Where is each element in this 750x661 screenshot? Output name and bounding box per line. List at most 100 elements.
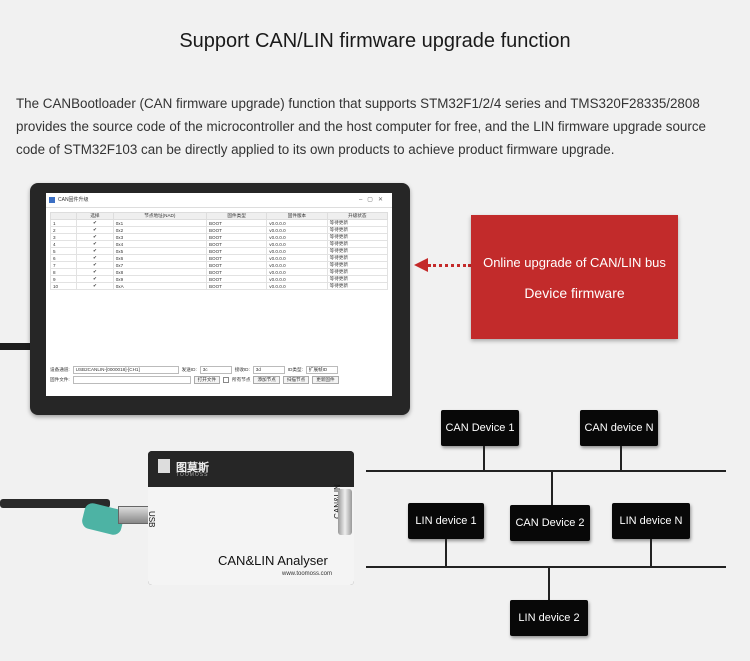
lin-bus-line (366, 566, 726, 568)
upgrade-status-cell: 等待更新 (326, 254, 389, 262)
select-checkbox[interactable]: ✔ (76, 275, 114, 283)
row-number: 1 (49, 219, 78, 227)
brand-sub: TOOMOSS (176, 472, 209, 478)
row-number: 6 (49, 254, 78, 262)
lin-device-n-box: LIN device N (612, 503, 690, 539)
device-top-panel: 图莫斯 TOOMOSS (148, 451, 354, 487)
node-address-cell: 0x1 (112, 219, 207, 227)
arrow-left-icon (414, 258, 428, 272)
all-nodes-checkbox[interactable] (223, 377, 230, 383)
can-device-n-box: CAN device N (580, 410, 658, 446)
firmware-version-cell: v0.0.0.0 (266, 247, 328, 255)
id-type-select[interactable]: 扩展帧ID (305, 366, 338, 374)
can-device-2-box: CAN Device 2 (510, 505, 590, 541)
upgrade-status-cell: 等待更新 (326, 247, 389, 255)
can-device-1-box: CAN Device 1 (441, 410, 519, 446)
firmware-type-cell: BOOT (205, 233, 268, 241)
row-number: 8 (49, 268, 78, 276)
can-drop-line-2 (551, 470, 553, 506)
lin-drop-line-2 (548, 566, 550, 601)
firmware-version-cell: v0.0.0.0 (266, 240, 328, 248)
arrow-dotted-line (428, 264, 471, 267)
select-checkbox[interactable]: ✔ (76, 247, 114, 255)
device-channel-select[interactable]: USB2CANLIN-[0000018]-[CH1] (72, 366, 179, 374)
select-checkbox[interactable]: ✔ (76, 219, 114, 227)
select-checkbox[interactable]: ✔ (76, 233, 114, 241)
firmware-version-cell: v0.0.0.0 (266, 226, 328, 234)
firmware-type-cell: BOOT (205, 275, 268, 283)
callout-line-2: Device firmware (524, 285, 625, 301)
scan-nodes-button[interactable]: 扫描节点 (282, 376, 310, 384)
node-address-cell: 0x2 (112, 226, 207, 234)
select-checkbox[interactable]: ✔ (76, 261, 114, 269)
firmware-type-cell: BOOT (205, 282, 268, 290)
tablet-device: CAN固件升级 –▢✕ 选择节点地址(NAD)固件类型固件版本升级状态 1✔0x… (30, 183, 410, 415)
firmware-version-cell: v0.0.0.0 (266, 275, 328, 283)
can-drop-line-1 (483, 446, 485, 471)
node-address-cell: 0x6 (112, 254, 207, 262)
firmware-type-cell: BOOT (205, 254, 268, 262)
upgrade-status-cell: 等待更新 (326, 275, 389, 283)
callout-box: Online upgrade of CAN/LIN bus Device fir… (471, 215, 678, 339)
device-url-label: www.toomoss.com (282, 571, 333, 577)
window-title: CAN固件升级 (58, 197, 89, 203)
select-checkbox[interactable]: ✔ (76, 268, 114, 276)
window-controls[interactable]: –▢✕ (358, 197, 388, 203)
add-node-button[interactable]: 添加节点 (253, 376, 280, 384)
table-header-cell: 升级状态 (326, 212, 389, 220)
can-bus-line (366, 470, 726, 472)
upgrade-app-window: CAN固件升级 –▢✕ 选择节点地址(NAD)固件类型固件版本升级状态 1✔0x… (46, 193, 392, 396)
firmware-version-cell: v0.0.0.0 (266, 282, 328, 290)
upgrade-status-cell: 等待更新 (326, 268, 389, 276)
node-address-cell: 0x9 (112, 275, 207, 283)
node-address-cell: 0x8 (112, 268, 207, 276)
row-number: 10 (49, 282, 78, 290)
select-checkbox[interactable]: ✔ (76, 282, 114, 290)
open-file-button[interactable]: 打开文件 (193, 376, 221, 384)
firmware-type-cell: BOOT (205, 226, 268, 234)
brand-name: 图莫斯 (176, 462, 209, 474)
send-id-input[interactable]: 3c (199, 366, 232, 374)
upgrade-status-cell: 等待更新 (326, 226, 389, 234)
recv-id-input[interactable]: 3d (252, 366, 285, 374)
window-titlebar: CAN固件升级 –▢✕ (46, 193, 392, 208)
table-header-cell (49, 212, 78, 220)
select-checkbox[interactable]: ✔ (76, 226, 114, 234)
upgrade-status-cell: 等待更新 (326, 240, 389, 248)
tablet-cable (0, 343, 40, 350)
firmware-version-cell: v0.0.0.0 (266, 219, 328, 227)
send-id-label: 发送ID: (181, 367, 197, 372)
row-number: 5 (49, 247, 78, 255)
brand-logo-icon (158, 459, 170, 473)
device-model-label: CAN&LIN Analyser (218, 553, 328, 568)
firmware-type-cell: BOOT (205, 268, 268, 276)
db9-connector (338, 489, 352, 535)
select-checkbox[interactable]: ✔ (76, 240, 114, 248)
firmware-type-cell: BOOT (205, 240, 268, 248)
row-number: 7 (49, 261, 78, 269)
usb-port-label: USB (147, 511, 156, 528)
id-type-label: ID类型: (287, 367, 303, 372)
upgrade-status-cell: 等待更新 (326, 219, 389, 227)
table-header-cell: 固件版本 (266, 212, 328, 220)
usb-cable (0, 499, 110, 508)
table-header-cell: 固件类型 (205, 212, 268, 220)
firmware-version-cell: v0.0.0.0 (266, 261, 328, 269)
firmware-file-input[interactable] (72, 376, 191, 384)
update-firmware-button[interactable]: 更新固件 (312, 376, 339, 384)
select-checkbox[interactable]: ✔ (76, 254, 114, 262)
all-nodes-label: 所有节点 (232, 377, 251, 382)
node-address-cell: 0xA (112, 282, 207, 290)
firmware-type-cell: BOOT (205, 261, 268, 269)
